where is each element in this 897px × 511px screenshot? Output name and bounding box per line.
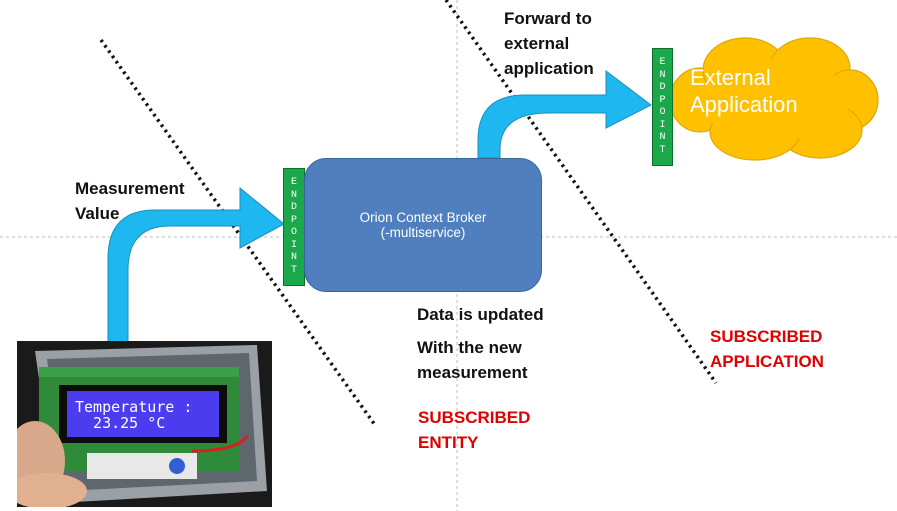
update-label-line3: measurement bbox=[417, 363, 528, 382]
entity-boundary-line bbox=[99, 38, 377, 427]
sensor-device-photo: Temperature : 23.25 °C bbox=[17, 341, 272, 507]
broker-title: Orion Context Broker bbox=[359, 210, 487, 225]
entity-line-2: ENTITY bbox=[418, 433, 479, 452]
measurement-line-2: Value bbox=[75, 204, 120, 223]
broker-subtitle: (-multiservice) bbox=[380, 225, 466, 240]
app-line-2: APPLICATION bbox=[710, 352, 824, 371]
endpoint-letter: I bbox=[659, 119, 666, 131]
forward-arrow bbox=[477, 69, 652, 159]
forward-line-2: external bbox=[504, 34, 570, 53]
forward-label: Forward to external application bbox=[504, 6, 594, 81]
endpoint-letter: N bbox=[659, 69, 666, 81]
application-boundary-line bbox=[444, 0, 718, 385]
endpoint-letter: O bbox=[659, 107, 666, 118]
entity-line-1: SUBSCRIBED bbox=[418, 408, 531, 427]
subscribed-application-label: SUBSCRIBED APPLICATION bbox=[710, 324, 824, 374]
endpoint-letter: D bbox=[290, 202, 297, 213]
measurement-value-label: Measurement Value bbox=[75, 176, 185, 226]
cloud-line-2: Application bbox=[690, 92, 798, 117]
lcd-line-2: 23.25 °C bbox=[75, 414, 166, 432]
endpoint-letter: N bbox=[290, 252, 297, 263]
context-broker-box: Orion Context Broker (-multiservice) bbox=[304, 158, 542, 292]
lcd-line-1: Temperature : bbox=[75, 398, 193, 416]
endpoint-letter: T bbox=[659, 144, 666, 156]
endpoint-letter: P bbox=[290, 214, 297, 226]
endpoint-letter: N bbox=[290, 189, 297, 201]
lcd-readout: Temperature : 23.25 °C bbox=[75, 399, 192, 431]
cloud-line-1: External bbox=[690, 65, 771, 90]
cloud-shape bbox=[669, 37, 879, 161]
endpoint-letter: E bbox=[290, 177, 297, 188]
measurement-line-1: Measurement bbox=[75, 179, 185, 198]
endpoint-letter: O bbox=[290, 227, 297, 238]
update-label-line2: With the new bbox=[417, 338, 522, 357]
device-illustration bbox=[17, 341, 272, 507]
subscribed-entity-label: SUBSCRIBED ENTITY bbox=[418, 405, 530, 455]
endpoint-letter: D bbox=[659, 82, 666, 93]
endpoint-letter: E bbox=[659, 57, 666, 68]
forward-line-3: application bbox=[504, 59, 594, 78]
forward-line-1: Forward to bbox=[504, 9, 592, 28]
endpoint-letter: N bbox=[659, 132, 666, 143]
application-endpoint: E N D P O I N T bbox=[652, 48, 673, 166]
endpoint-letter: T bbox=[290, 264, 297, 276]
app-line-1: SUBSCRIBED bbox=[710, 327, 823, 346]
endpoint-letter: P bbox=[659, 94, 666, 106]
update-label-line1: Data is updated bbox=[417, 305, 544, 324]
external-application-label: External Application bbox=[690, 64, 850, 118]
broker-endpoint: E N D P O I N T bbox=[283, 168, 305, 286]
endpoint-letter: I bbox=[290, 239, 297, 251]
